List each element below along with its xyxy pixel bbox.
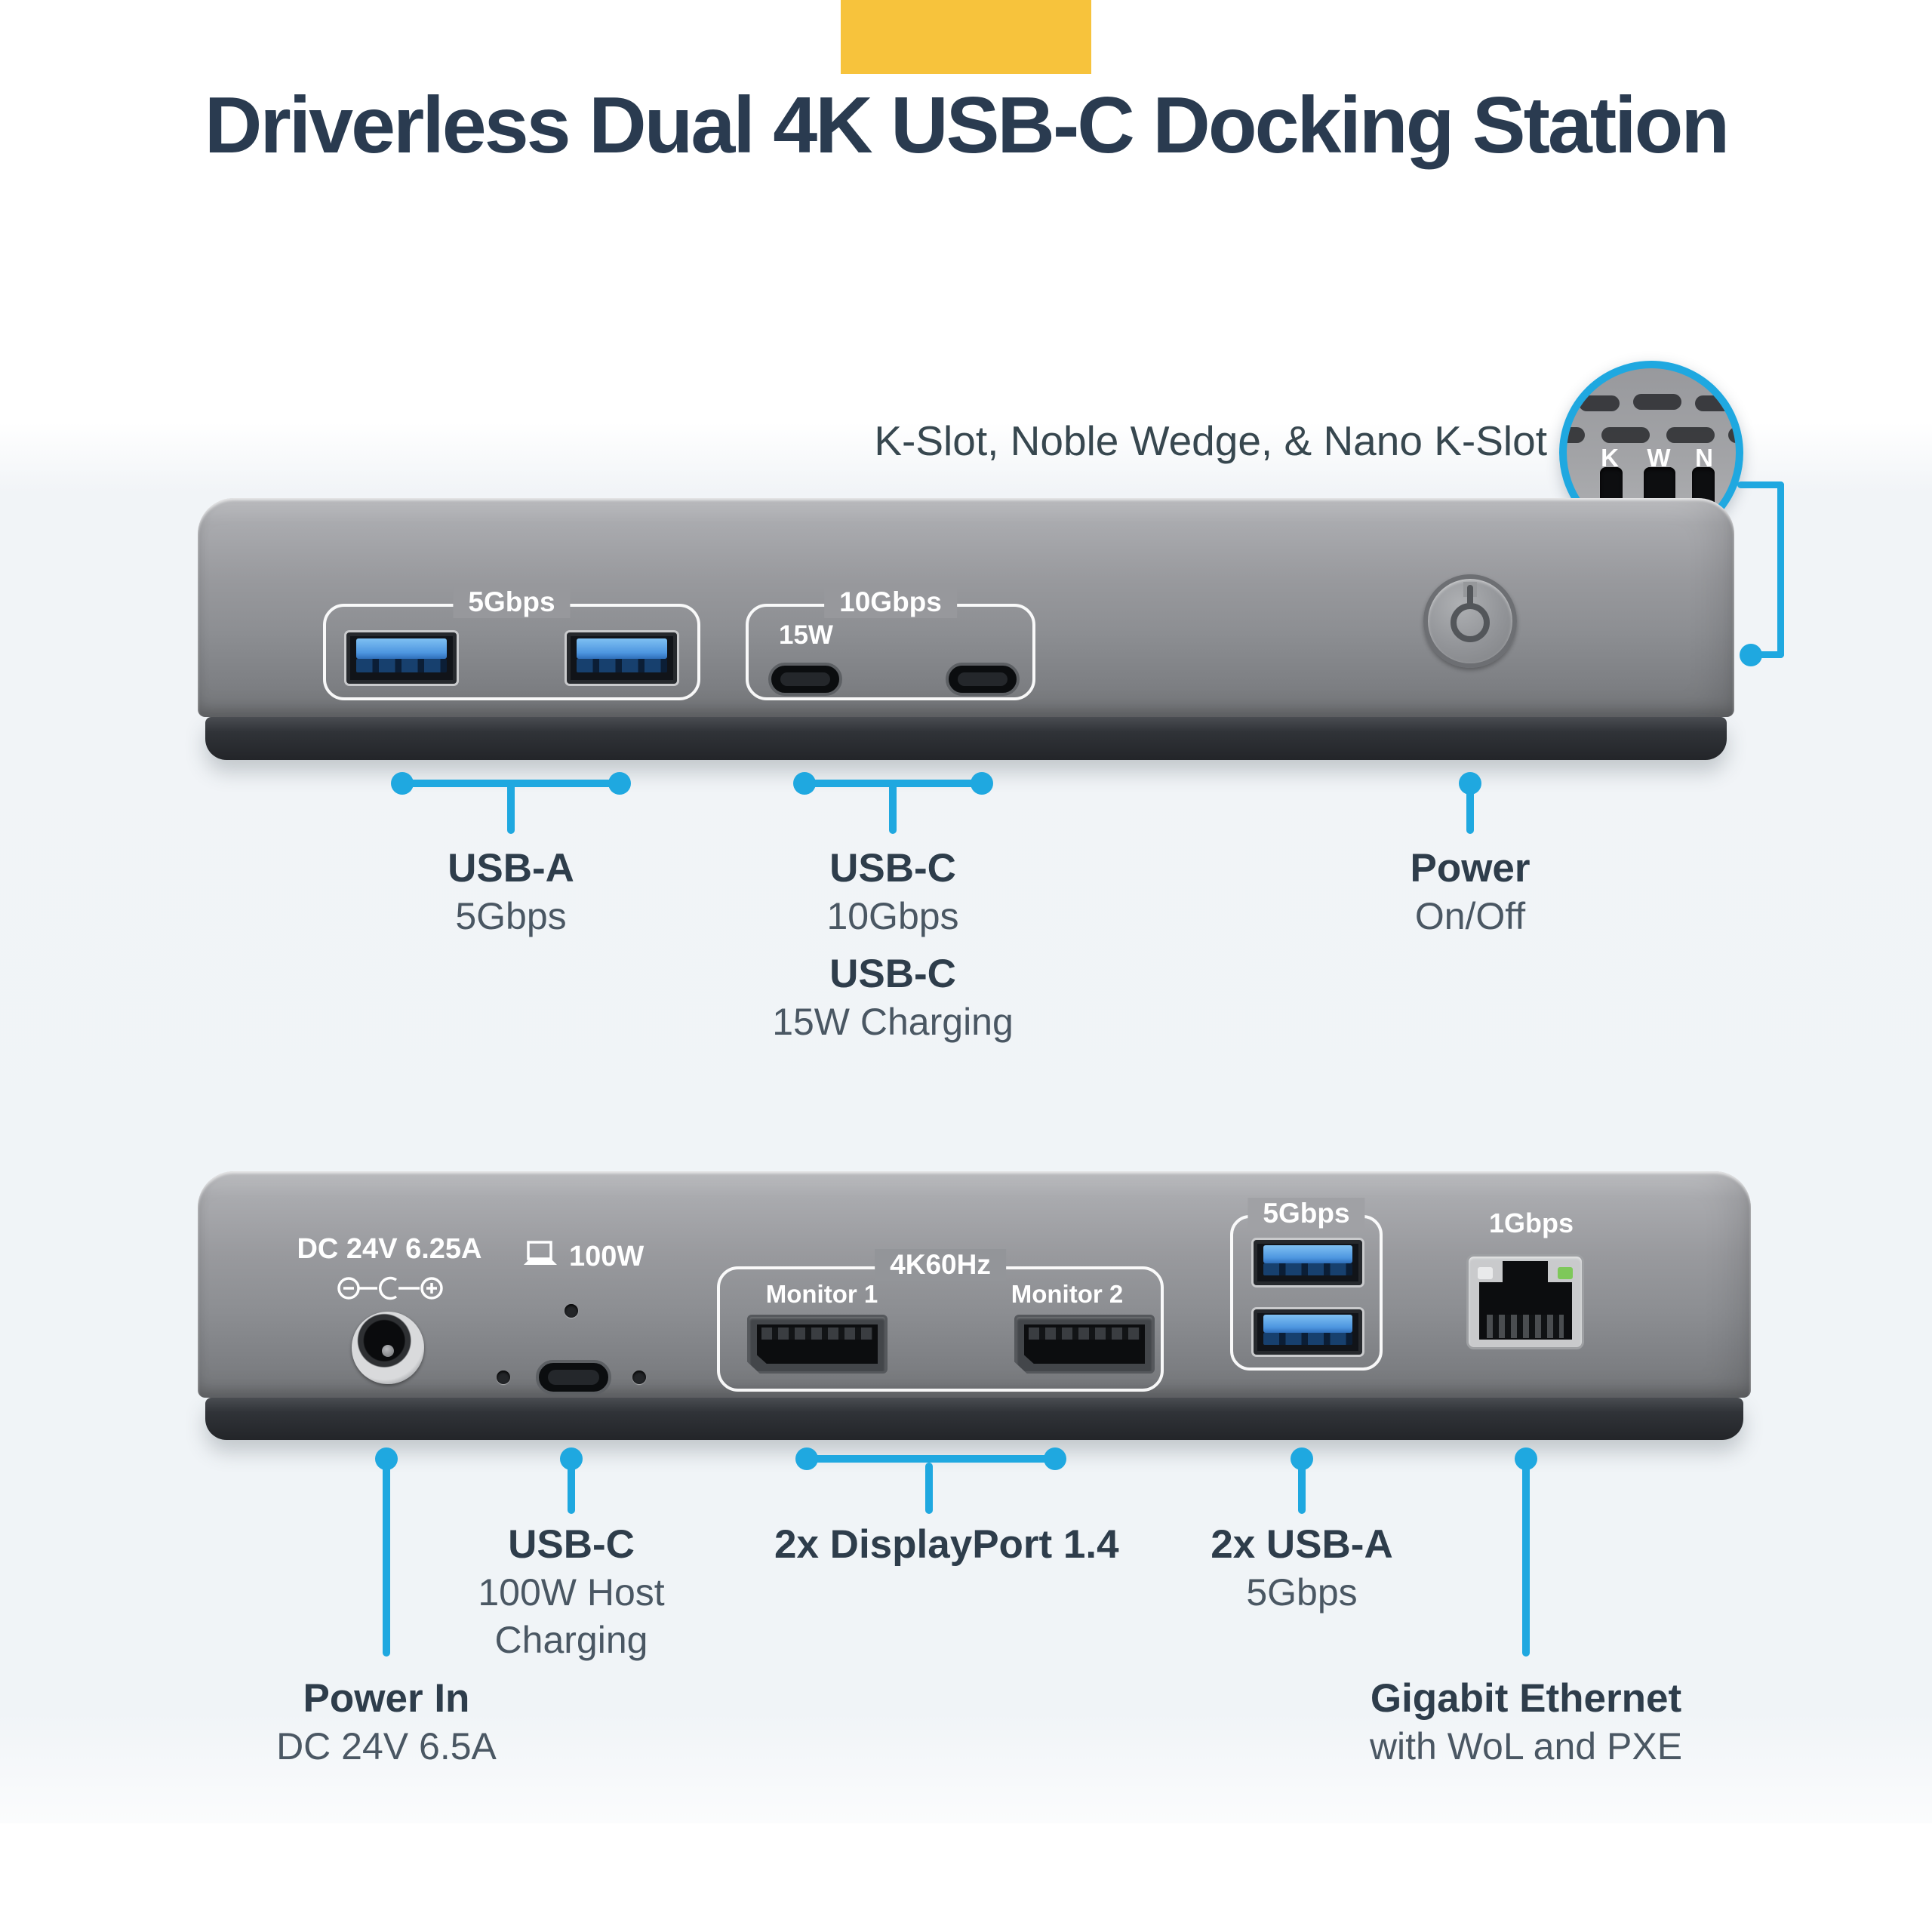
usb-a-callout-label: USB-A 5Gbps — [448, 846, 574, 937]
callout-dot — [795, 1447, 818, 1470]
back-usb-a-group: 5Gbps — [1230, 1198, 1383, 1371]
usb-c-callout-label: USB-C 10Gbps — [826, 846, 959, 937]
front-usb-a-group: 5Gbps — [323, 586, 700, 700]
callout-dot — [608, 772, 631, 795]
security-slots-label: K-Slot, Noble Wedge, & Nano K-Slot — [874, 417, 1547, 464]
front-usb-a-group-badge: 5Gbps — [453, 586, 571, 618]
front-dock-base — [205, 717, 1727, 760]
power-in-callout-label: Power In DC 24V 6.5A — [276, 1676, 497, 1767]
usb-c-host-callout-stem — [568, 1459, 575, 1514]
callout-dot — [391, 772, 414, 795]
dp-callout-bar — [807, 1455, 1055, 1463]
monitor-2-text: Monitor 2 — [1011, 1280, 1124, 1308]
front-usb-c-group-badge: 10Gbps — [824, 586, 957, 618]
power-button — [1423, 574, 1517, 668]
bracket-top-segment — [1737, 481, 1784, 488]
screw-hole — [497, 1371, 510, 1384]
displayport-group: 4K60Hz Monitor 1 Monitor 2 — [717, 1249, 1164, 1392]
usb-a-port — [344, 630, 459, 686]
usb-a-callout-stem — [507, 780, 515, 834]
page-title: Driverless Dual 4K USB-C Docking Station — [204, 81, 1730, 170]
screw-hole — [632, 1371, 646, 1384]
laptop-icon — [524, 1241, 557, 1265]
dc-input-text: DC 24V 6.25A — [297, 1233, 482, 1265]
front-usb-c-group: 10Gbps 15W — [746, 586, 1035, 700]
displayport-callout-label: 2x DisplayPort 1.4 — [774, 1522, 1119, 1567]
screw-hole — [565, 1304, 578, 1318]
back-dock-photo: DC 24V 6.25A 100W 4K60Hz — [198, 1171, 1751, 1441]
vent-dash — [1633, 394, 1681, 410]
back-usb-a-callout-stem — [1298, 1459, 1306, 1514]
ethernet-port — [1466, 1254, 1584, 1349]
vent-dash — [1728, 427, 1736, 443]
back-usb-a-callout-label: 2x USB-A 5Gbps — [1211, 1522, 1393, 1614]
back-usb-a-group-badge: 5Gbps — [1247, 1198, 1365, 1229]
k-slot-letter: K — [1601, 444, 1619, 472]
usb-c-host-port — [536, 1360, 611, 1395]
usb-c-charging-callout-label: USB-C 15W Charging — [772, 952, 1014, 1043]
power-icon — [1451, 603, 1490, 642]
back-dock-base — [205, 1398, 1743, 1440]
ethernet-callout-label: Gigabit Ethernet with WoL and PXE — [1369, 1676, 1683, 1767]
dc-power-jack — [352, 1312, 424, 1384]
usb-c-callout-stem — [889, 780, 897, 834]
vent-dash — [1695, 395, 1736, 411]
monitor-1-text: Monitor 1 — [765, 1280, 878, 1308]
displayport-port — [1014, 1315, 1155, 1374]
vent-dash — [1601, 427, 1650, 443]
bracket-vertical-segment — [1777, 481, 1784, 658]
usb-a-port — [1251, 1307, 1364, 1357]
wedge-slot-letter: W — [1647, 444, 1671, 472]
ethernet-badge-text: 1Gbps — [1488, 1208, 1574, 1238]
bracket-bottom-segment — [1751, 651, 1784, 658]
power-callout-stem — [1466, 783, 1474, 834]
displayport-port — [747, 1315, 888, 1374]
power-in-callout-stem — [383, 1459, 390, 1657]
accent-bar — [841, 0, 1091, 74]
usb-c-port — [946, 663, 1020, 696]
usb-c-port — [768, 663, 842, 696]
dc-polarity-icon — [337, 1276, 443, 1300]
vent-dash — [1666, 427, 1715, 443]
dp-callout-stem — [925, 1463, 933, 1514]
ethernet-callout-stem — [1522, 1459, 1530, 1657]
vent-dash — [1579, 395, 1620, 411]
usb-c-15w-badge: 15W — [779, 620, 833, 650]
nano-slot-letter: N — [1695, 444, 1713, 472]
dp-group-badge: 4K60Hz — [875, 1249, 1006, 1281]
host-power-text: 100W — [569, 1241, 645, 1272]
callout-dot — [793, 772, 816, 795]
vent-dash — [1567, 427, 1585, 443]
power-callout-label: Power On/Off — [1410, 846, 1531, 937]
ethernet-led-activity — [1478, 1267, 1493, 1280]
front-dock-photo: 5Gbps 10Gbps 15W — [198, 498, 1734, 760]
bracket-end-dot — [1740, 644, 1762, 666]
usb-a-port — [565, 630, 679, 686]
callout-dot — [1044, 1447, 1066, 1470]
usb-a-port — [1251, 1238, 1364, 1287]
usb-c-host-callout-label: USB-C 100W Host Charging — [478, 1522, 665, 1661]
ethernet-led-link — [1558, 1267, 1573, 1280]
callout-dot — [971, 772, 993, 795]
